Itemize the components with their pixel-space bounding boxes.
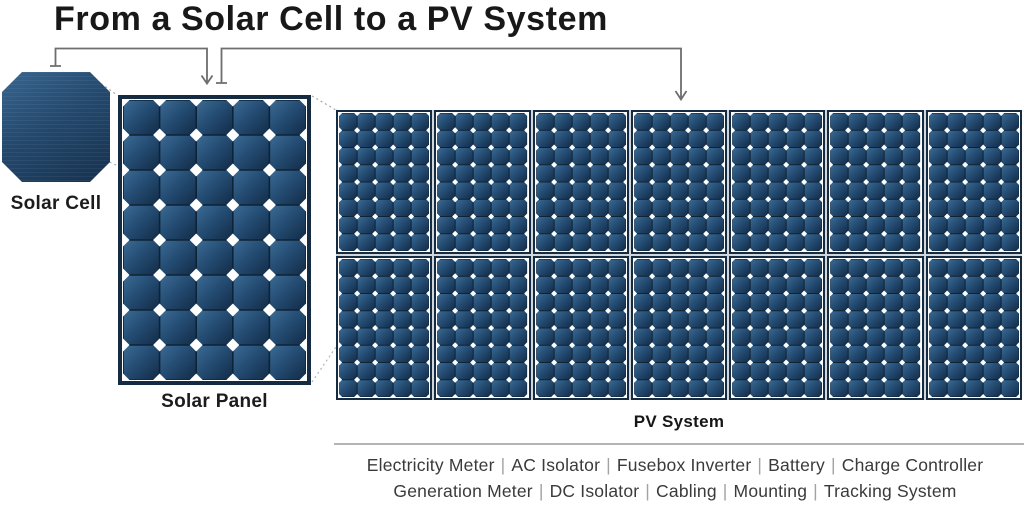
component-item: Generation Meter [393,481,533,501]
cell-grid [339,113,430,251]
connector-panel-to-pv [216,47,688,102]
pv-module [925,110,1022,254]
cell-grid [732,113,823,251]
pipe-separator: | [645,481,651,501]
components-line-1: Electricity Meter|AC Isolator|Fusebox In… [326,452,1024,478]
component-item: Cabling [656,481,717,501]
component-item: Fusebox Inverter [616,455,752,475]
pv-module [630,110,728,254]
components-list: Electricity Meter|AC Isolator|Fusebox In… [326,452,1024,504]
cell-grid [633,259,725,397]
pipe-separator: | [830,455,836,475]
cell-grid [339,259,430,397]
cell-grid [437,259,528,397]
cell-grid [830,113,921,251]
pv-module [630,256,728,400]
pipe-separator: | [757,455,763,475]
pv-module [729,110,826,254]
pipe-separator: | [813,481,818,501]
solar-panel-illustration [118,95,311,385]
page-title: From a Solar Cell to a PV System [54,0,608,38]
pv-module [434,110,531,254]
cell-grid [123,100,306,380]
component-item: AC Isolator [511,455,601,475]
cell-grid [732,259,823,397]
cell-grid [535,113,626,251]
pv-module [729,256,826,400]
dotted-panel-pv-top [311,95,337,111]
solar-cell-illustration [2,72,110,182]
component-item: Tracking System [823,481,957,501]
pv-system-illustration [336,110,1022,400]
solar-panel-label: Solar Panel [161,391,268,412]
pv-module [827,256,924,400]
solar-cell-label: Solar Cell [10,193,102,214]
components-divider [334,443,1024,445]
component-item: Electricity Meter [366,455,495,475]
component-item: DC Isolator [549,481,640,501]
pv-module [336,256,433,400]
cell-grid [830,259,921,397]
component-item: Charge Controller [841,455,984,475]
cell-grid [928,259,1019,397]
pipe-separator: | [722,481,728,501]
cell-grid [437,113,528,251]
pv-module [827,110,924,254]
pipe-separator: | [500,455,506,475]
cell-grid [928,113,1019,251]
component-item: Mounting [733,481,808,501]
pv-module [434,256,531,400]
pv-module [336,110,433,254]
pv-module [532,256,629,400]
components-line-2: Generation Meter|DC Isolator|Cabling|Mou… [326,478,1024,504]
cell-grid [535,259,626,397]
solar-panel-grid [123,100,306,380]
pipe-separator: | [538,481,544,501]
pv-system-label: PV System [633,412,725,431]
pv-module [925,256,1022,400]
dotted-panel-pv-bottom [311,343,339,383]
component-item: Battery [768,455,825,475]
pv-module [532,110,629,254]
pipe-separator: | [606,455,611,475]
cell-grid [633,113,725,251]
